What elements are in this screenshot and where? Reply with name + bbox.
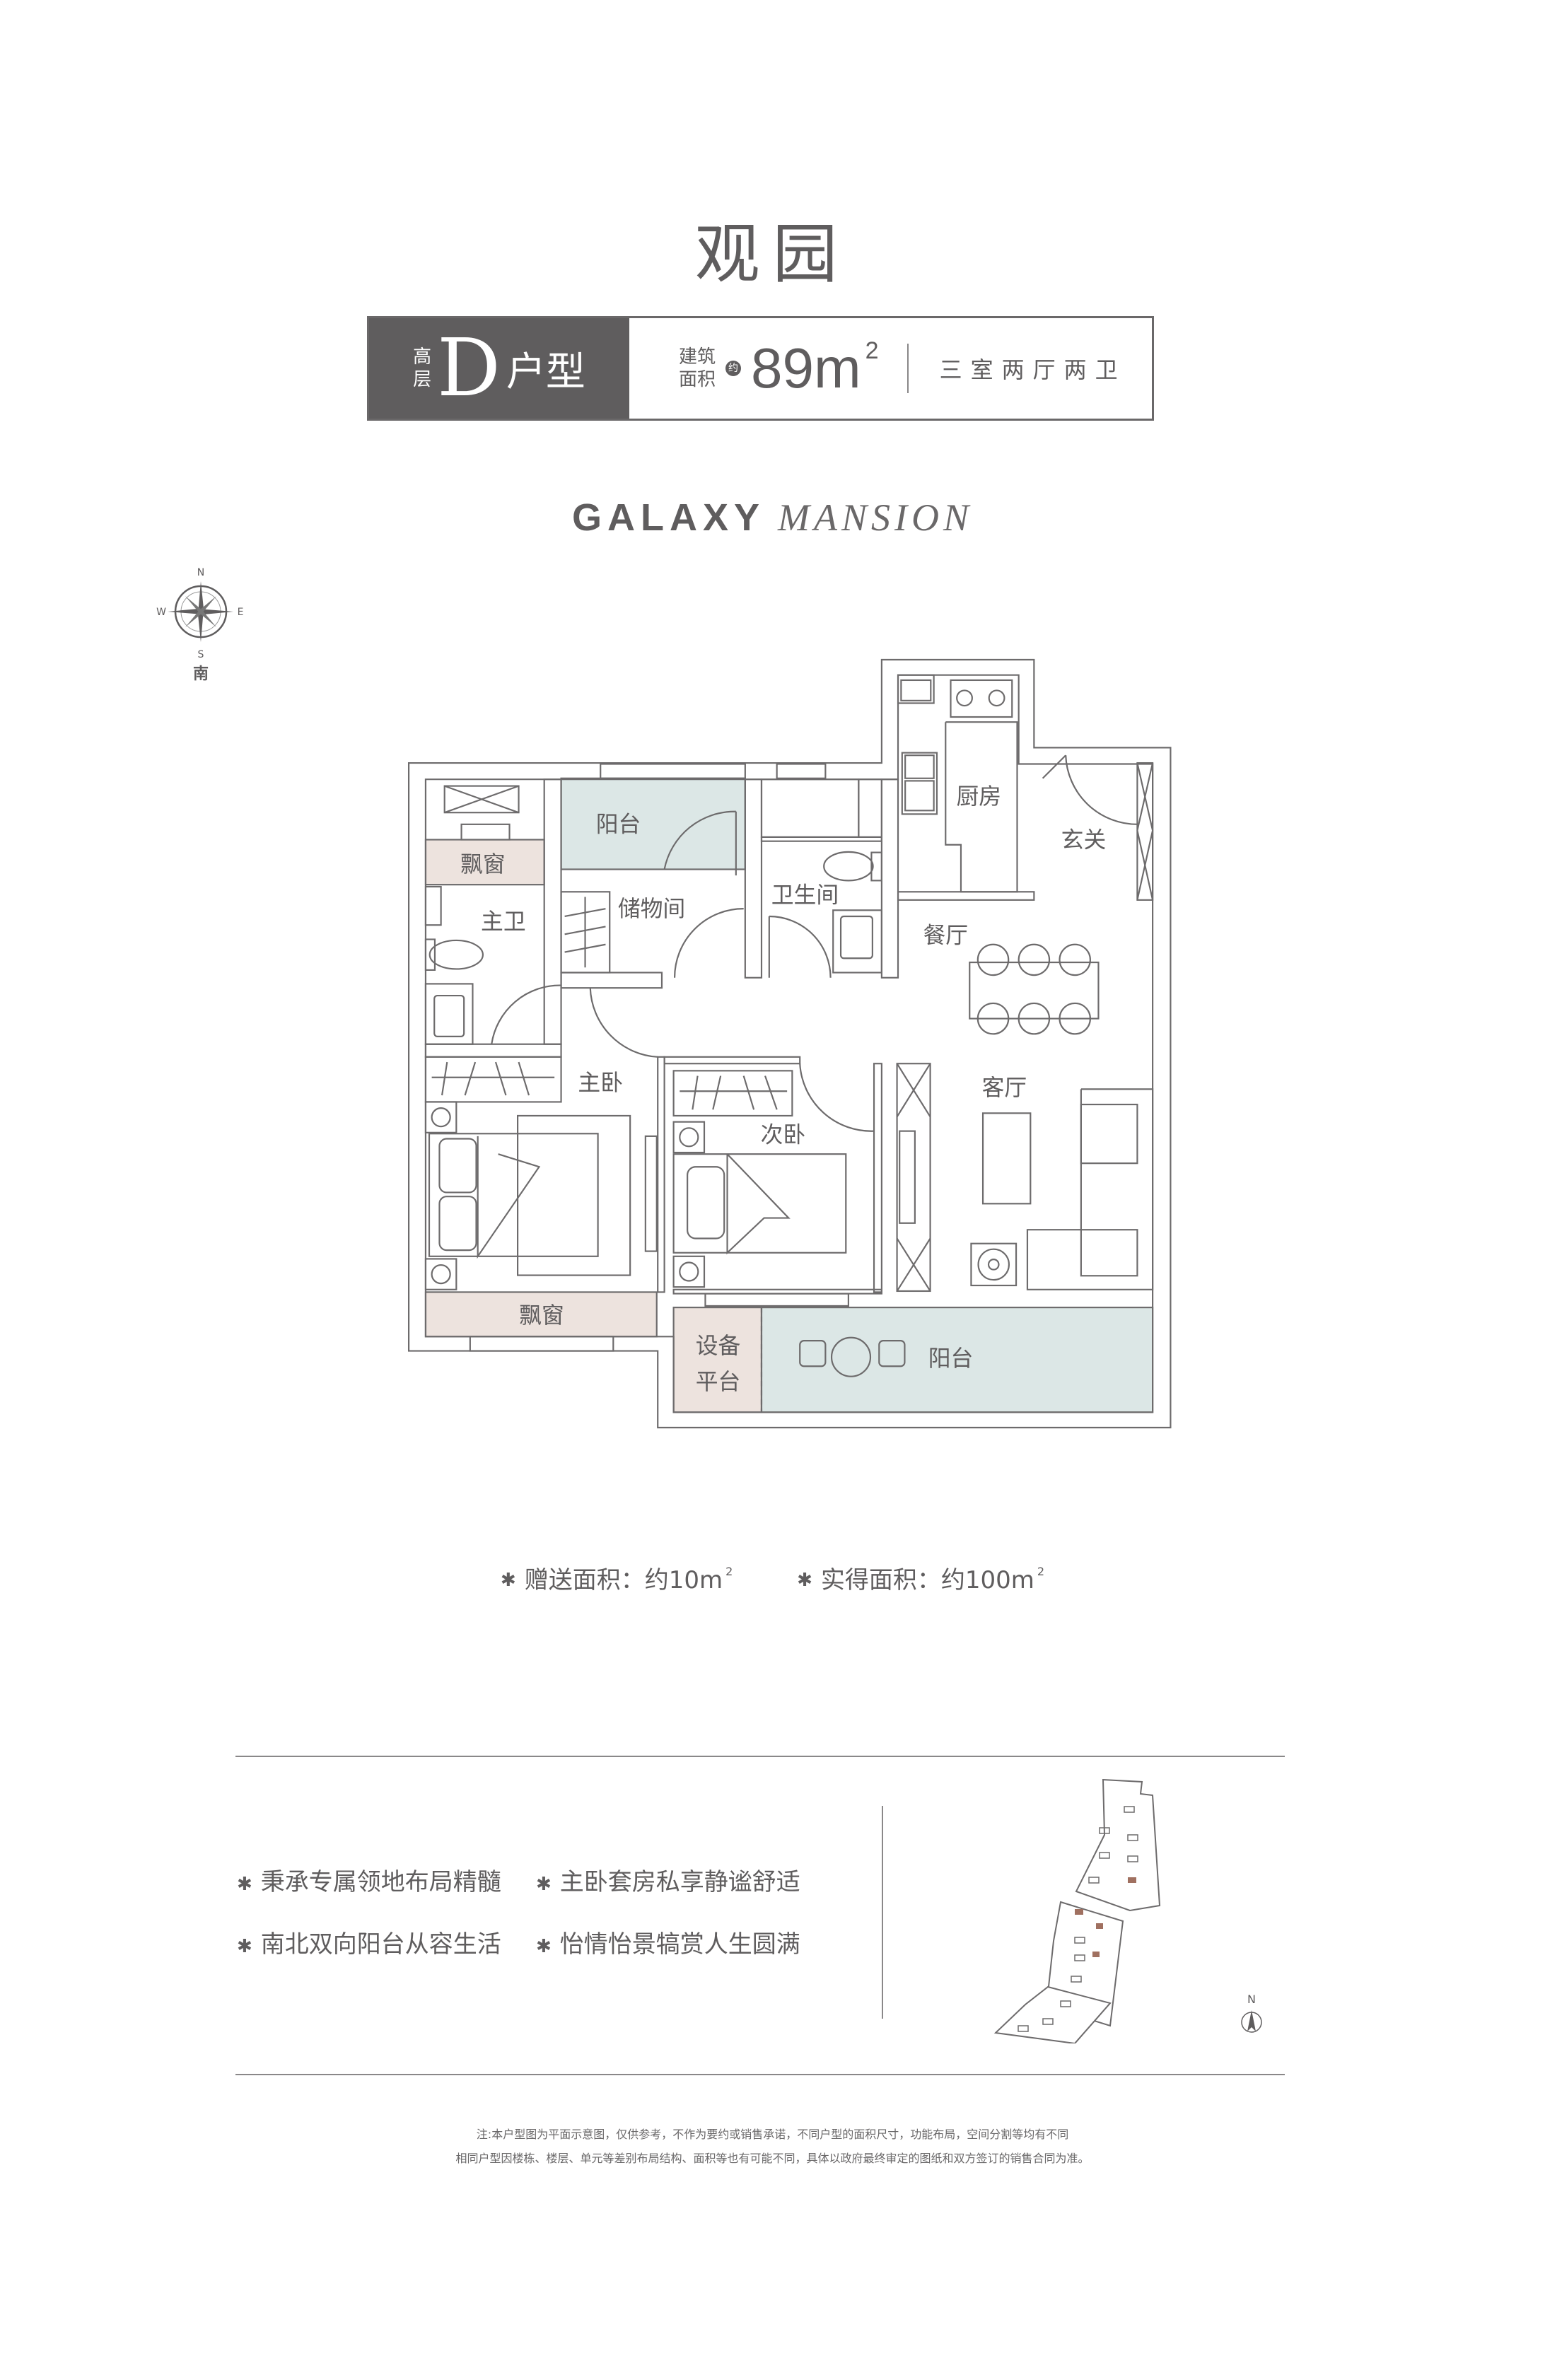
compass-e: E bbox=[238, 607, 244, 618]
dining-table bbox=[969, 961, 1100, 1020]
room-label-equipment-2: 平台 bbox=[696, 1368, 741, 1395]
disclaimer-line-1: 注:本户型图为平面示意图，仅供参考，不作为要约或销售承诺，不同户型的面积尺寸，功… bbox=[476, 2128, 1069, 2141]
second-bed bbox=[672, 1153, 847, 1254]
brand-logo: GALAXY MANSION bbox=[0, 495, 1545, 540]
balcony-north-area bbox=[560, 777, 746, 870]
feature-text: 秉承专属领地布局精髓 bbox=[260, 1868, 501, 1896]
disclaimer-line-2: 相同户型因楼栋、楼层、单元等差别布局结构、面积等也有可能不同，具体以政府最终审定… bbox=[455, 2152, 1090, 2165]
room-label-dining: 餐厅 bbox=[923, 922, 968, 949]
room-label-equipment-1: 设备 bbox=[696, 1332, 741, 1359]
site-plan-map bbox=[993, 1778, 1161, 2043]
feature-item: ✱主卧套房私享静谧舒适 bbox=[536, 1868, 800, 1896]
room-layout: 三室两厅两卫 bbox=[939, 356, 1126, 383]
room-label-bay-window-top: 飘窗 bbox=[460, 851, 506, 877]
unit-letter: D bbox=[437, 322, 501, 414]
compass-icon: N S E W 南 bbox=[156, 567, 244, 683]
divider bbox=[906, 344, 909, 393]
room-label-living: 客厅 bbox=[982, 1074, 1027, 1101]
coffee-table bbox=[981, 1112, 1032, 1205]
project-title: 观园 bbox=[694, 216, 851, 292]
gift-area-sup: 2 bbox=[725, 1565, 733, 1578]
room-label-storage: 储物间 bbox=[618, 895, 685, 922]
room-label-entrance: 玄关 bbox=[1061, 826, 1107, 853]
approx-badge: 约 bbox=[725, 361, 742, 376]
compass-w: W bbox=[156, 607, 166, 618]
area-label: 建筑 面积 bbox=[679, 346, 716, 391]
feature-text: 主卧套房私享静谧舒适 bbox=[559, 1868, 800, 1896]
master-bed bbox=[428, 1133, 599, 1257]
brand-bold: GALAXY bbox=[571, 496, 766, 539]
toilet-icon bbox=[428, 939, 484, 970]
orientation-label: 南 bbox=[193, 665, 209, 683]
toilet-icon bbox=[823, 851, 874, 882]
feature-text: 怡情怡景犒赏人生圆满 bbox=[559, 1930, 800, 1959]
feature-item: ✱怡情怡景犒赏人生圆满 bbox=[536, 1930, 800, 1959]
compass-s: S bbox=[198, 649, 204, 660]
sofa bbox=[1026, 1088, 1154, 1290]
area-label-bottom: 面积 bbox=[679, 369, 716, 390]
divider-top bbox=[235, 1756, 1285, 1757]
balcony-south-area bbox=[760, 1307, 1154, 1413]
room-label-second-bedroom: 次卧 bbox=[761, 1121, 806, 1148]
room-label-master-bath: 主卫 bbox=[481, 908, 526, 935]
feature-item: ✱秉承专属领地布局精髓 bbox=[237, 1868, 501, 1896]
north-label: N bbox=[1247, 1993, 1256, 2006]
divider-bottom bbox=[235, 2074, 1285, 2075]
feature-item: ✱南北双向阳台从容生活 bbox=[237, 1930, 501, 1959]
actual-area-sup: 2 bbox=[1037, 1565, 1045, 1578]
area-number: 89m bbox=[751, 337, 861, 399]
dining-chairs bbox=[976, 943, 1091, 1035]
room-label-bathroom: 卫生间 bbox=[771, 881, 839, 908]
floor-type-top: 高 bbox=[413, 346, 432, 368]
room-label-balcony-north: 阳台 bbox=[596, 811, 641, 838]
room-label-kitchen: 厨房 bbox=[956, 783, 1001, 810]
floor-plan: 阳台 飘窗 主卫 储物间 卫生间 厨房 玄关 餐厅 客厅 主卧 次卧 飘窗 设备… bbox=[407, 658, 1172, 1429]
floor-type: 高 层 bbox=[413, 346, 431, 391]
area-label-top: 建筑 bbox=[679, 346, 716, 368]
feature-text: 南北双向阳台从容生活 bbox=[260, 1930, 501, 1959]
room-label-master-bedroom: 主卧 bbox=[578, 1069, 623, 1096]
area-unit-sup: 2 bbox=[865, 337, 879, 364]
floor-type-bottom: 层 bbox=[413, 369, 432, 390]
brand-italic: MANSION bbox=[778, 496, 973, 539]
compass-n: N bbox=[197, 567, 204, 578]
tv-cabinet bbox=[896, 1063, 931, 1293]
gift-area-text: 赠送面积：约10m bbox=[524, 1566, 723, 1594]
unit-type-block: 高 层 D 户型 bbox=[369, 318, 629, 419]
divider-vertical bbox=[882, 1806, 883, 2019]
room-label-bay-window-bottom: 飘窗 bbox=[519, 1302, 564, 1329]
north-arrow-icon: N bbox=[1241, 1993, 1262, 2033]
bay-window-bottom-area bbox=[424, 1291, 658, 1338]
actual-area-text: 实得面积：约100m bbox=[820, 1566, 1034, 1594]
equipment-platform-area bbox=[672, 1307, 763, 1413]
room-label-balcony-south: 阳台 bbox=[928, 1345, 974, 1372]
unit-suffix: 户型 bbox=[506, 349, 585, 395]
